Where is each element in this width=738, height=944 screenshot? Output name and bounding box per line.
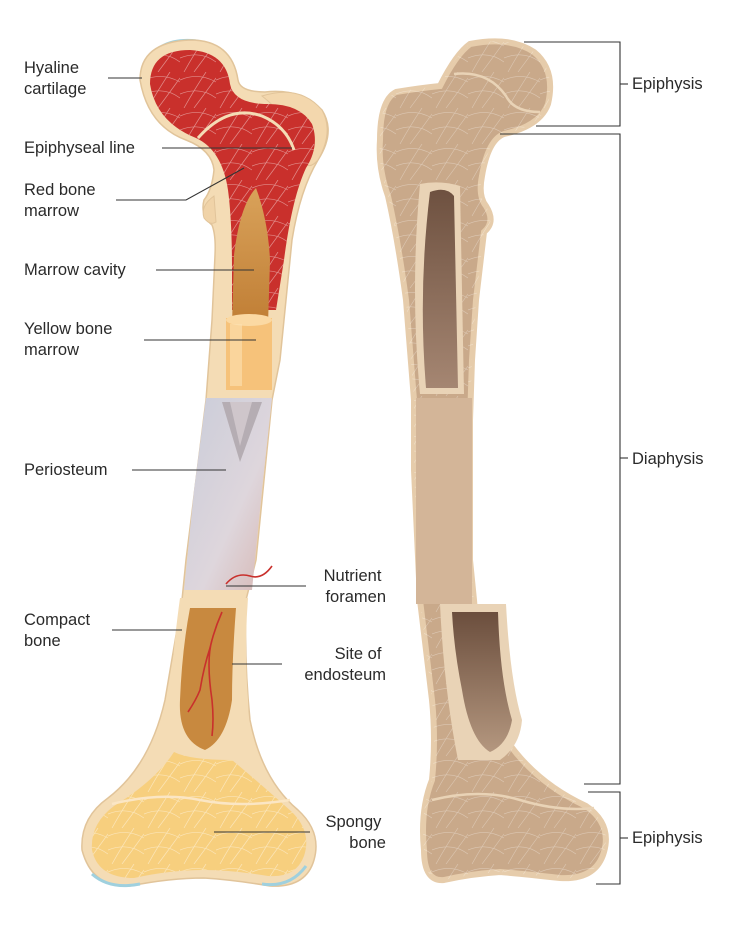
periosteum-layer [184, 398, 272, 590]
lower-cartilage-rim [91, 865, 308, 888]
region-brackets [500, 41, 628, 885]
label-epiphyseal-line: Epiphyseal line [24, 139, 135, 157]
right-upper-cavity [422, 189, 458, 388]
label-periosteum: Periosteum [24, 461, 107, 479]
left-lesser-trochanter [202, 195, 217, 224]
right-diaphysis-band [416, 398, 472, 604]
epiphyseal-line [196, 111, 296, 151]
label-compact-bone: Compact bone [24, 611, 95, 650]
labels: Hyaline cartilage Epiphyseal line Red bo… [24, 59, 704, 852]
lower-marrow-cavity [179, 608, 236, 750]
label-yellow-bone-marrow: Yellow bone marrow [24, 320, 117, 359]
right-bone-section [376, 38, 609, 884]
label-diaphysis: Diaphysis [632, 450, 704, 468]
red-marrow-texture [150, 50, 315, 310]
label-epiphysis-bottom: Epiphysis [632, 829, 703, 847]
spongy-bone-texture [91, 752, 307, 878]
right-epiphyseal-line-bottom [431, 792, 595, 811]
leader-lines [108, 77, 310, 833]
nutrient-foramen-vessel [225, 565, 273, 585]
label-epiphysis-top: Epiphysis [632, 75, 703, 93]
right-lower-cavity [452, 612, 512, 752]
label-hyaline-cartilage: Hyaline cartilage [24, 59, 86, 98]
marrow-cavity-region [232, 188, 270, 325]
label-nutrient-foramen: Nutrient foramen [324, 567, 386, 606]
yellow-marrow-cylinder-top [226, 314, 272, 326]
left-bone-cutaway [81, 38, 329, 888]
label-spongy-bone: Spongy bone [325, 813, 386, 852]
periosteum-cut-cone-inner [230, 402, 252, 446]
label-red-bone-marrow: Red bone marrow [24, 181, 100, 220]
yellow-marrow-highlight [230, 324, 242, 386]
nutrient-blood-vessel [187, 611, 223, 737]
label-marrow-cavity: Marrow cavity [24, 261, 127, 279]
bracket-diaphysis [500, 133, 621, 785]
lower-epiphyseal-line [111, 795, 291, 806]
right-epiphyseal-line-top [453, 72, 541, 114]
leader-red-bone-marrow [116, 167, 245, 201]
label-site-of-endosteum: Site of endosteum [304, 645, 386, 684]
